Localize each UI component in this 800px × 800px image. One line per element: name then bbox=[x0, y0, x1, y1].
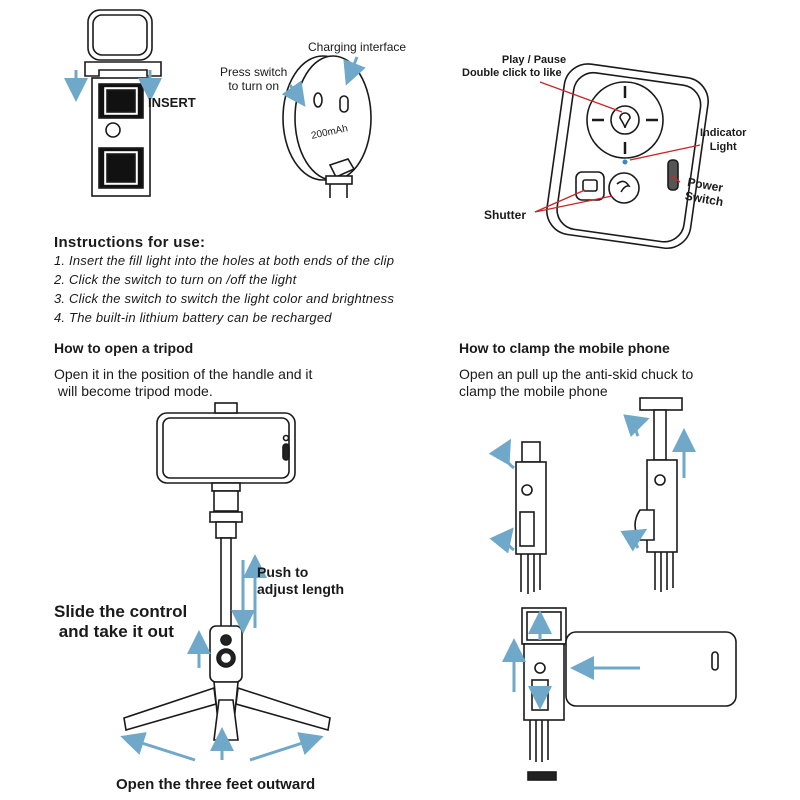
insert-arrows bbox=[64, 70, 162, 102]
clamp-description: Open an pull up the anti-skid chuck to c… bbox=[459, 366, 694, 399]
clamp-diagram bbox=[515, 397, 737, 781]
instruction-item: 1. Insert the fill light into the holes … bbox=[54, 253, 395, 268]
instruction-item: 2. Click the switch to turn on /off the … bbox=[54, 272, 297, 287]
tripod-heading: How to open a tripod bbox=[54, 340, 194, 356]
clamp-arrows bbox=[488, 414, 696, 710]
double-click-label: Double click to like bbox=[462, 67, 562, 79]
instruction-item: 3. Click the switch to switch the light … bbox=[54, 291, 395, 306]
remote-callouts bbox=[534, 81, 701, 213]
charging-interface-label: Charging interface bbox=[308, 40, 407, 54]
clamp-heading: How to clamp the mobile phone bbox=[459, 340, 670, 356]
instructions-title: Instructions for use: bbox=[54, 234, 206, 251]
shutter-label: Shutter bbox=[484, 208, 526, 222]
slide-control-label: Slide the control and take it out bbox=[54, 602, 188, 641]
play-pause-label: Play / Pause bbox=[501, 54, 567, 66]
tripod-description: Open it in the position of the handle an… bbox=[54, 366, 313, 399]
press-switch-label: Press switch to turn on bbox=[220, 65, 288, 93]
light-callouts bbox=[281, 56, 366, 107]
insert-label: INSERT bbox=[148, 95, 196, 110]
instruction-item: 4. The built-in lithium battery can be r… bbox=[54, 310, 332, 325]
three-feet-label: Open the three feet outward bbox=[116, 776, 316, 793]
tripod-diagram bbox=[123, 402, 331, 741]
remote-diagram bbox=[546, 63, 709, 250]
push-adjust-label: Push to adjust length bbox=[257, 564, 345, 597]
tripod-arrows bbox=[120, 554, 324, 762]
indicator-light-label: Indicator Light bbox=[700, 127, 747, 153]
